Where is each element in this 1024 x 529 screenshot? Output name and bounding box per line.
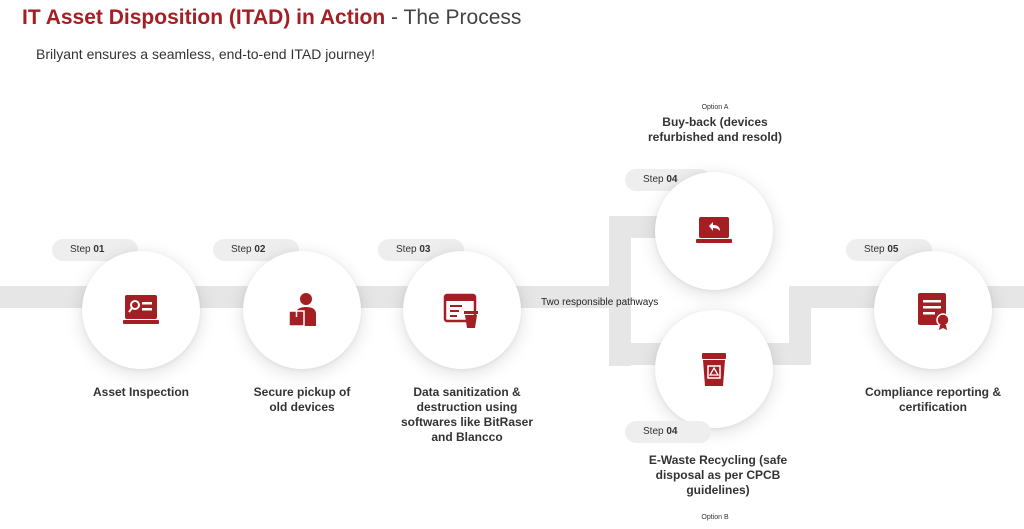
step-04b-number: 04 [666,426,678,437]
option-a-label: Option A [701,104,729,111]
step-05-circle [874,251,992,369]
step-04b-badge: Step 04 [625,421,711,443]
step-01-prefix: Step [70,244,94,255]
step-04a-label: Buy-back (devices refurbished and resold… [647,115,783,144]
title-main: IT Asset Disposition (ITAD) in Action [22,6,386,29]
step-02-circle [243,251,361,369]
step-05-label: Compliance reporting & certification [864,385,1001,414]
step-04b-circle [655,310,773,428]
step-04a-circle [655,172,773,290]
step-03-circle [403,251,521,369]
step-01-number: 01 [93,244,105,255]
recycle-bin-icon [702,353,726,386]
step-03-prefix: Step [396,244,420,255]
inspection-screen-icon [123,295,159,324]
title-suffix: - The Process [385,6,522,29]
step-02-prefix: Step [231,244,255,255]
pathways-label: Two responsible pathways [541,297,659,308]
browser-trash-icon [443,293,478,328]
step-04a-number: 04 [666,174,678,185]
step-05-prefix: Step [864,244,888,255]
page-subtitle: Brilyant ensures a seamless, end-to-end … [36,46,376,62]
courier-package-icon [288,293,316,327]
step-02-number: 02 [254,244,266,255]
step-03-number: 03 [419,244,431,255]
step-01-label: Asset Inspection [92,385,190,399]
step-04b-prefix: Step [643,426,667,437]
step-01-circle [82,251,200,369]
step-04a-prefix: Step [643,174,667,185]
step-05-number: 05 [887,244,899,255]
step-03-label: Data sanitization & destruction using so… [400,385,534,444]
option-b-label: Option B [701,514,729,521]
step-02-label: Secure pickup of old devices [253,385,351,414]
page-title: IT Asset Disposition (ITAD) in Action - … [22,6,521,30]
laptop-return-icon [696,217,732,243]
step-04b-label: E-Waste Recycling (safe disposal as per … [648,453,788,497]
certificate-icon [918,293,950,330]
